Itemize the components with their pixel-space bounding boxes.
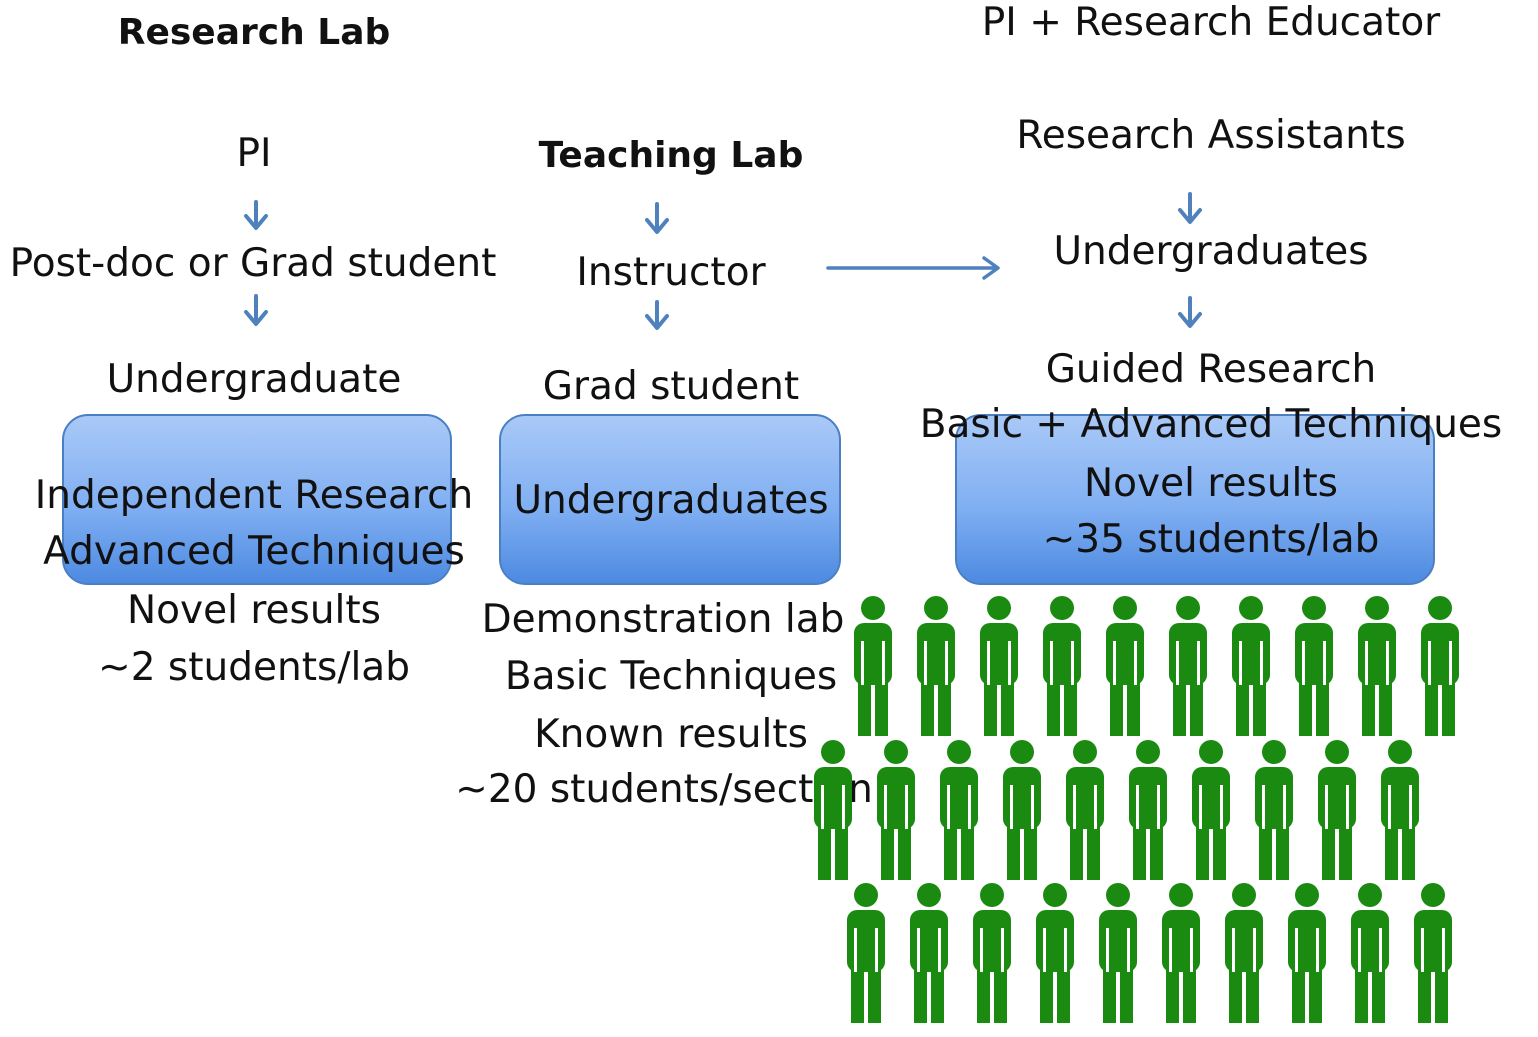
person-icon xyxy=(1169,596,1207,736)
research-box-line-2: Advanced Techniques xyxy=(43,529,465,574)
role-pi: PI xyxy=(236,131,272,176)
role-research-assistants: Research Assistants xyxy=(1016,113,1406,158)
role-undergraduates: Undergraduates xyxy=(1053,229,1369,274)
teaching-below-line-1: Demonstration lab xyxy=(481,597,845,642)
person-icon xyxy=(1036,883,1074,1023)
person-icon xyxy=(1003,740,1041,880)
person-icon xyxy=(877,740,915,880)
research-lab-title: Research Lab xyxy=(117,12,391,53)
person-icon xyxy=(847,883,885,1023)
arrow-down-icon xyxy=(244,294,268,326)
teaching-box-line-1: Undergraduates xyxy=(513,478,829,523)
research-box-line-1: Independent Research xyxy=(34,473,474,518)
teaching-below-line-2: Basic Techniques xyxy=(504,654,838,699)
arrow-down-icon xyxy=(1178,296,1202,328)
guided-above-line-1: Guided Research xyxy=(1045,347,1377,392)
person-icon xyxy=(814,740,852,880)
person-icon xyxy=(1414,883,1452,1023)
person-icon xyxy=(1318,740,1356,880)
guided-box-line-1: Novel results xyxy=(1084,461,1338,506)
guided-research-box xyxy=(955,414,1435,585)
person-icon xyxy=(1358,596,1396,736)
teaching-lab-box xyxy=(499,414,841,585)
role-undergraduate: Undergraduate xyxy=(106,357,402,402)
person-icon xyxy=(1106,596,1144,736)
arrow-down-icon xyxy=(1178,192,1202,224)
person-icon xyxy=(1162,883,1200,1023)
arrow-right-icon xyxy=(826,256,1000,280)
person-icon xyxy=(917,596,955,736)
person-icon xyxy=(1421,596,1459,736)
role-instructor: Instructor xyxy=(576,250,766,295)
person-icon xyxy=(973,883,1011,1023)
person-icon xyxy=(1043,596,1081,736)
person-icon xyxy=(940,740,978,880)
person-icon xyxy=(854,596,892,736)
person-icon xyxy=(1255,740,1293,880)
teaching-below-line-4: ~20 students/section xyxy=(455,767,873,812)
person-icon xyxy=(1066,740,1104,880)
teaching-below-line-3: Known results xyxy=(534,712,808,757)
research-lab-box xyxy=(62,414,452,585)
person-icon xyxy=(1192,740,1230,880)
research-below-line-1: Novel results xyxy=(127,588,381,633)
person-icon xyxy=(1232,596,1270,736)
arrow-down-icon xyxy=(244,200,268,230)
guided-above-line-2: Basic + Advanced Techniques xyxy=(919,402,1503,447)
person-icon xyxy=(1129,740,1167,880)
person-icon xyxy=(980,596,1018,736)
person-icon xyxy=(1381,740,1419,880)
guided-title: PI + Research Educator xyxy=(981,0,1441,45)
person-icon xyxy=(1225,883,1263,1023)
teaching-lab-title: Teaching Lab xyxy=(538,135,804,176)
arrow-down-icon xyxy=(645,300,669,330)
person-icon xyxy=(1288,883,1326,1023)
guided-box-line-2: ~35 students/lab xyxy=(1042,517,1380,562)
role-grad-student: Grad student xyxy=(542,364,800,409)
person-icon xyxy=(1099,883,1137,1023)
role-postdoc: Post-doc or Grad student xyxy=(9,241,497,286)
arrow-down-icon xyxy=(645,202,669,234)
research-below-line-2: ~2 students/lab xyxy=(98,645,410,690)
person-icon xyxy=(1351,883,1389,1023)
person-icon xyxy=(1295,596,1333,736)
person-icon xyxy=(910,883,948,1023)
